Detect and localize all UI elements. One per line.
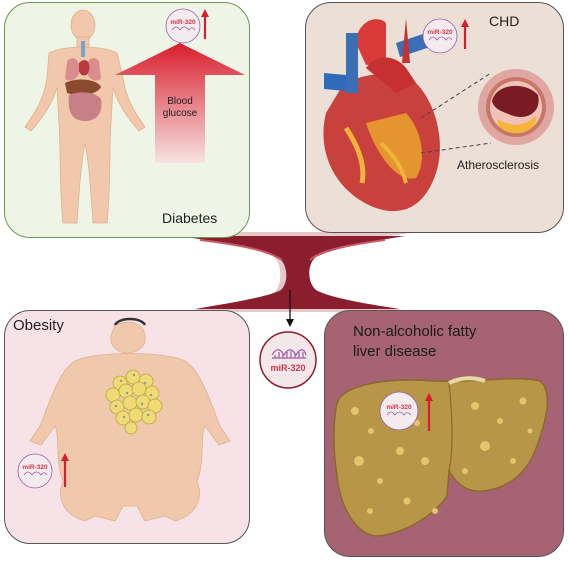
center-rna-icon <box>271 349 307 359</box>
svg-text:miR-320: miR-320 <box>170 19 196 26</box>
organs-icon <box>65 41 102 121</box>
obesity-panel: miR-320 Obesity <box>4 310 250 544</box>
fat-cells-dots <box>114 373 153 419</box>
chd-title: CHD <box>489 13 520 29</box>
atherosclerosis-label: Atherosclerosis <box>457 158 540 172</box>
vessel-inner <box>175 236 405 309</box>
nafld-title-line2: liver disease <box>353 343 437 360</box>
fat-cells-icon <box>105 369 163 435</box>
obesity-art: miR-320 <box>17 317 231 522</box>
diabetes-title: Diabetes <box>162 210 218 226</box>
mir320-up-badge: miR-320 <box>379 391 433 431</box>
mir320-up-badge: miR-320 <box>165 8 209 44</box>
obese-body-icon <box>29 317 231 522</box>
nafld-panel: miR-320 Non-alcoholic fatty liver diseas… <box>324 310 564 557</box>
diabetes-panel: miR-320 Blood glucose Diabetes <box>4 2 250 238</box>
obesity-title: Obesity <box>13 317 64 334</box>
center-mir-label: miR-320 <box>270 363 305 373</box>
chd-panel: miR-320 CHD Atherosclerosis <box>305 2 564 233</box>
fatty-liver-icon <box>333 376 548 537</box>
human-body-icon <box>24 9 146 224</box>
svg-text:miR-320: miR-320 <box>22 464 48 471</box>
center-mir-badge: miR-320 <box>259 331 317 389</box>
blood-glucose-label: Blood glucose <box>160 96 200 120</box>
down-arrow-head <box>286 319 294 327</box>
blood-label-line2: glucose <box>162 108 198 119</box>
atherosclerosis-inset <box>420 69 554 154</box>
blood-glucose-up-arrow <box>115 43 245 163</box>
heart-icon <box>323 18 440 212</box>
vessel-highlight <box>199 239 386 261</box>
chd-art: miR-320 <box>323 18 554 212</box>
svg-text:miR-320: miR-320 <box>386 404 412 411</box>
mir320-up-badge: miR-320 <box>17 453 69 489</box>
mir320-up-badge: miR-320 <box>422 18 469 54</box>
blood-label-line1: Blood <box>167 96 193 107</box>
diabetes-art: miR-320 <box>24 8 245 224</box>
svg-text:miR-320: miR-320 <box>427 29 453 36</box>
nafld-art: miR-320 <box>333 376 548 537</box>
nafld-title-line1: Non-alcoholic fatty <box>353 323 477 340</box>
